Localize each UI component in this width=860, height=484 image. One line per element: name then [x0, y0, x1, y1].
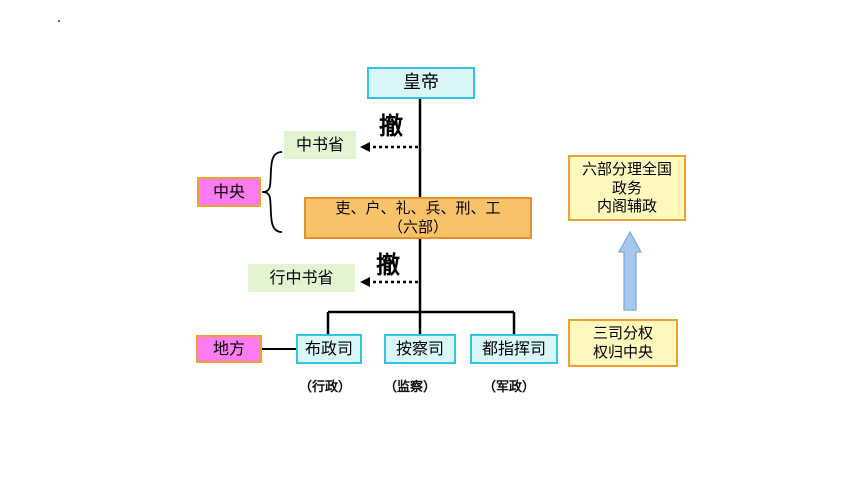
zhongshu-node: 中书省 [284, 131, 356, 159]
up-arrow [617, 230, 643, 311]
curly-brace [261, 151, 283, 233]
buzhengsi-node: 布政司 [296, 334, 362, 364]
right-bottom-line1: 三司分权 [592, 324, 653, 343]
right-bottom-note: 三司分权 权归中央 [568, 319, 678, 367]
right-top-line1: 六部分理全国 [581, 159, 672, 178]
six-ministries-node: 吏、户、礼、兵、刑、工 （六部） [304, 197, 532, 239]
arrowhead-zhongshu [360, 142, 370, 152]
right-top-line3: 内阁辅政 [596, 197, 657, 216]
xingzhongshu-node: 行中书省 [248, 264, 355, 292]
six-ministries-line1: 吏、户、礼、兵、刑、工 [335, 199, 501, 218]
stray-dot [58, 20, 60, 22]
abolish-label-2: 撤 [376, 251, 400, 279]
local-node: 地方 [196, 335, 262, 363]
admin-label: （行政） [299, 380, 352, 395]
emperor-node: 皇帝 [367, 67, 475, 99]
central-node: 中央 [197, 177, 261, 207]
arrowhead-xingzhongshu [360, 277, 370, 287]
anchasi-node: 按察司 [384, 334, 456, 364]
right-bottom-line2: 权归中央 [592, 343, 653, 361]
duzhihuisi-node: 都指挥司 [470, 334, 558, 364]
supervision-label: （监察） [384, 380, 437, 395]
six-ministries-line2: （六部） [387, 218, 448, 236]
military-label: （军政） [483, 380, 536, 395]
right-top-line2: 政务 [611, 178, 642, 197]
right-top-note: 六部分理全国 政务 内阁辅政 [568, 155, 686, 221]
abolish-label-1: 撤 [379, 112, 403, 140]
